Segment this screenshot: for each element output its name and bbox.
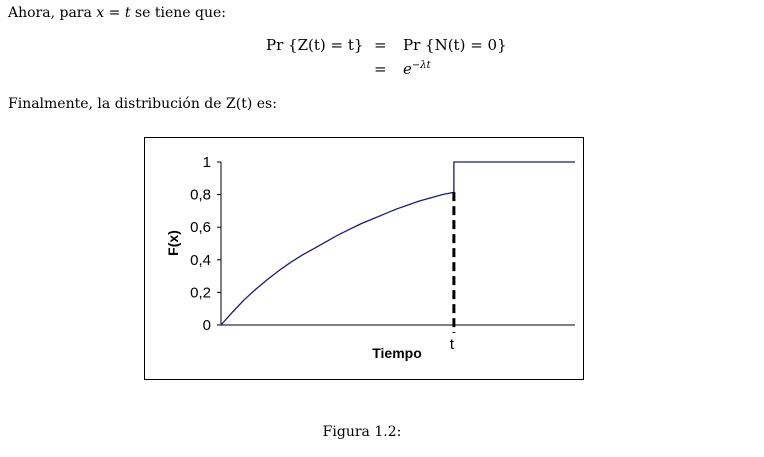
y-tick-label-1: 0,2: [190, 284, 211, 301]
equation-line1-lhs: Pr {Z(t) = t}: [266, 36, 364, 54]
intro-equals: =: [104, 5, 125, 21]
x-tick-label-t: t: [450, 336, 455, 353]
figure-caption: Figura 1.2:: [322, 424, 402, 440]
intro-prefix: Ahora, para: [8, 5, 97, 21]
y-tick-label-2: 0,4: [190, 252, 211, 269]
exp-power: −λt: [411, 60, 431, 71]
cdf-line: [220, 161, 575, 326]
equation-line1-rhs: Pr {N(t) = 0}: [403, 36, 507, 54]
exp-base: e: [403, 60, 412, 78]
y-tick-label-4: 0,8: [190, 187, 211, 204]
y-tick-label-3: 0,6: [190, 219, 211, 236]
equation-line2-rhs: e−λt: [403, 60, 431, 78]
intro-suffix: se tiene que:: [130, 5, 226, 21]
final-paragraph: Finalmente, la distribución de Z(t) es:: [8, 96, 277, 112]
intro-paragraph: Ahora, para x = t se tiene que:: [8, 5, 226, 21]
intro-var-t: t: [124, 5, 131, 21]
x-axis-title: Tiempo: [372, 345, 422, 361]
equation-line2-equals: =: [374, 60, 387, 78]
equation-line1-equals: =: [374, 36, 387, 54]
y-axis-title: F(x): [165, 230, 181, 256]
y-tick-label-0: 0: [203, 317, 211, 334]
intro-var-x: x: [96, 5, 105, 21]
y-tick-label-5: 1: [203, 154, 211, 171]
